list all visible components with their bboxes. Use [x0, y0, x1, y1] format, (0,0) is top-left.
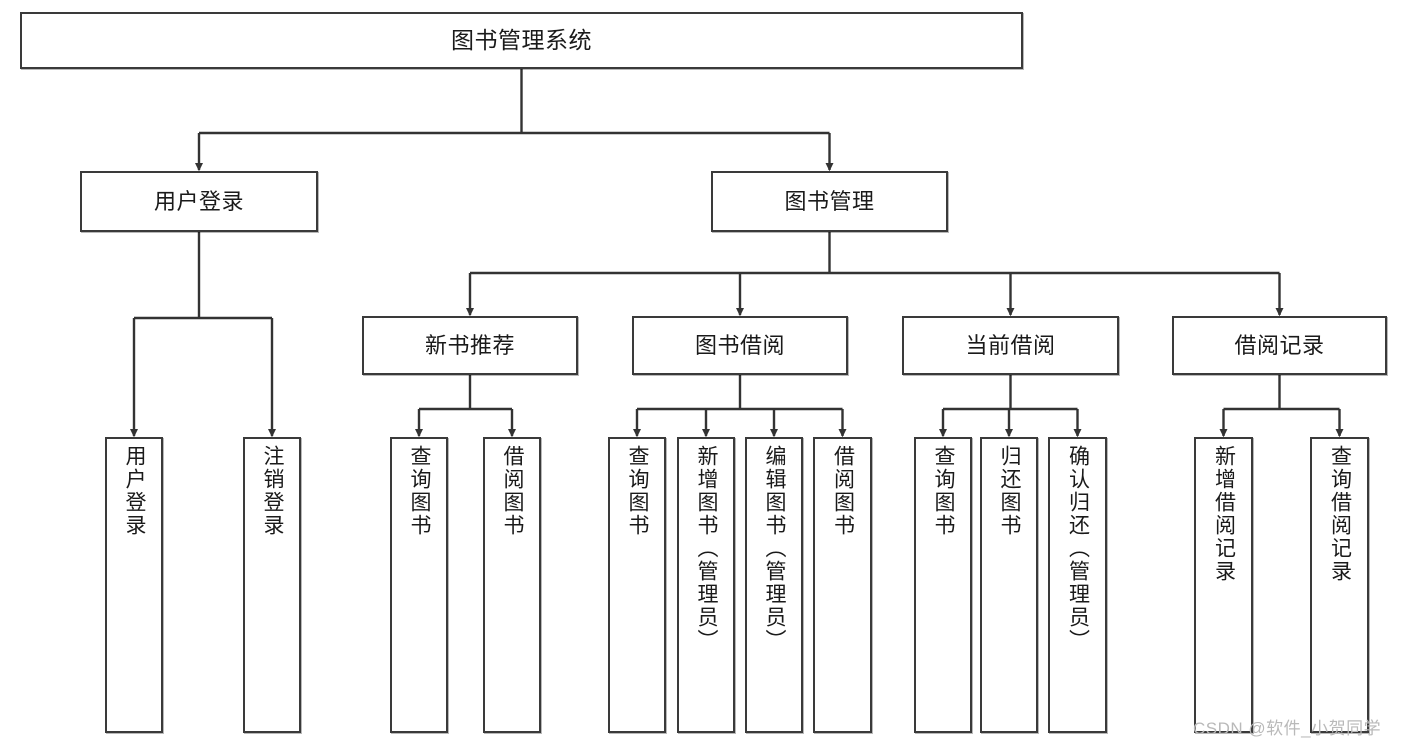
node-label-leaf-user-logout: 注销登录	[261, 445, 285, 537]
node-label-leaf-cur-return-book: 归还图书	[998, 445, 1022, 537]
node-leaf-rec-add-record[interactable]: 新增借阅记录	[1194, 437, 1253, 733]
node-label-leaf-rec-add-record: 新增借阅记录	[1212, 445, 1236, 583]
node-leaf-borrow-borrow-book[interactable]: 借阅图书	[813, 437, 872, 733]
node-leaf-rec-query-book[interactable]: 查询图书	[390, 437, 448, 733]
node-book-borrow[interactable]: 图书借阅	[632, 316, 848, 375]
node-label-leaf-rec-borrow-book: 借阅图书	[501, 445, 525, 537]
node-label-user-login: 用户登录	[153, 188, 244, 214]
node-label-book-borrow: 图书借阅	[694, 332, 785, 358]
node-label-book-manage: 图书管理	[784, 188, 875, 214]
node-label-leaf-borrow-add-book: 新增图书（管理员）	[695, 445, 719, 652]
node-label-leaf-rec-query-record: 查询借阅记录	[1328, 445, 1352, 583]
connector-lines	[129, 69, 1344, 438]
node-label-leaf-cur-query-book: 查询图书	[932, 445, 956, 537]
csdn-watermark: CSDN @软件_小贺同学	[1193, 719, 1382, 738]
node-leaf-user-logout[interactable]: 注销登录	[243, 437, 301, 733]
node-leaf-cur-query-book[interactable]: 查询图书	[914, 437, 972, 733]
node-label-leaf-rec-query-book: 查询图书	[408, 445, 432, 537]
node-label-leaf-borrow-borrow-book: 借阅图书	[831, 445, 855, 537]
node-borrow-record[interactable]: 借阅记录	[1172, 316, 1387, 375]
node-new-book-recommend[interactable]: 新书推荐	[362, 316, 578, 375]
node-label-leaf-borrow-query-book: 查询图书	[626, 445, 650, 537]
node-label-root: 图书管理系统	[451, 26, 592, 53]
node-book-manage[interactable]: 图书管理	[711, 171, 948, 232]
node-leaf-rec-query-record[interactable]: 查询借阅记录	[1310, 437, 1369, 733]
node-leaf-cur-return-book[interactable]: 归还图书	[980, 437, 1038, 733]
node-label-leaf-borrow-edit-book: 编辑图书（管理员）	[763, 445, 787, 652]
node-leaf-rec-borrow-book[interactable]: 借阅图书	[483, 437, 541, 733]
node-root[interactable]: 图书管理系统	[20, 12, 1023, 69]
node-label-leaf-user-login: 用户登录	[123, 445, 147, 537]
node-label-new-book-recommend: 新书推荐	[424, 332, 515, 358]
node-leaf-borrow-query-book[interactable]: 查询图书	[608, 437, 666, 733]
node-label-borrow-record: 借阅记录	[1234, 332, 1325, 358]
node-leaf-borrow-add-book[interactable]: 新增图书（管理员）	[677, 437, 735, 733]
node-label-current-borrow: 当前借阅	[965, 332, 1056, 358]
node-leaf-user-login[interactable]: 用户登录	[105, 437, 163, 733]
node-current-borrow[interactable]: 当前借阅	[902, 316, 1119, 375]
node-user-login[interactable]: 用户登录	[80, 171, 318, 232]
node-leaf-cur-confirm-return[interactable]: 确认归还（管理员）	[1048, 437, 1107, 733]
node-label-leaf-cur-confirm-return: 确认归还（管理员）	[1066, 445, 1090, 652]
node-leaf-borrow-edit-book[interactable]: 编辑图书（管理员）	[745, 437, 803, 733]
